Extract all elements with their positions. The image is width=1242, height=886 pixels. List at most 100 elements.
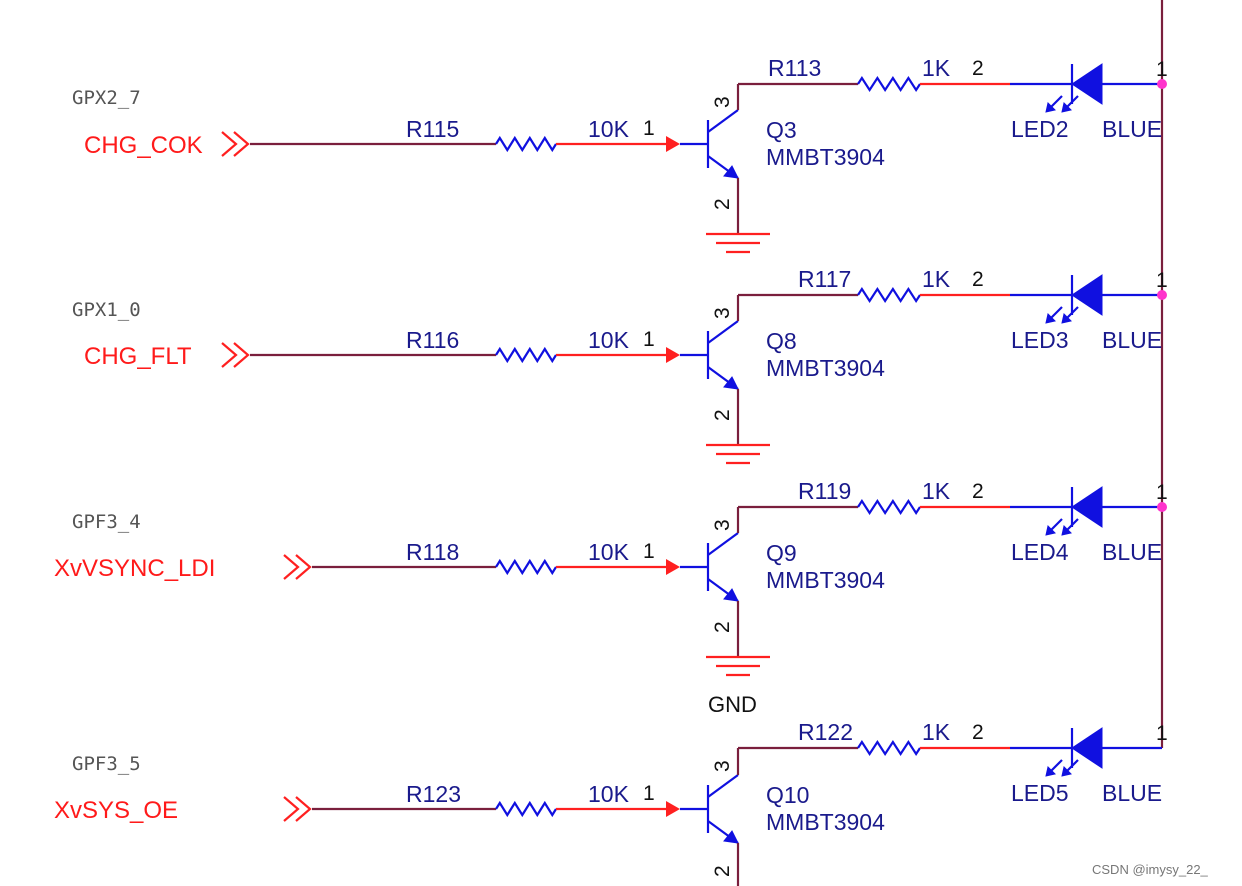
led-ref: LED5	[1011, 780, 1069, 806]
connector-chevron-icon	[283, 796, 300, 822]
led-anode-pin-number: 1	[1156, 722, 1168, 745]
transistor-part: MMBT3904	[766, 809, 885, 835]
gnd-label: GND	[708, 692, 757, 717]
connector-chevron-icon	[283, 554, 300, 580]
gpio-label: GPX1_0	[72, 299, 141, 321]
led-light-arrowhead-icon	[1045, 766, 1056, 777]
collector-pin-number: 3	[711, 96, 734, 108]
gpio-label: GPX2_7	[72, 87, 141, 109]
gpio-label: GPF3_4	[72, 511, 141, 533]
led-light-arrowhead-icon	[1061, 525, 1072, 536]
transistor-ref: Q10	[766, 782, 809, 808]
led-resistor-ref: R117	[798, 266, 851, 292]
base-resistor-ref: R115	[406, 116, 459, 142]
junction-dot	[1157, 502, 1167, 512]
led-ref: LED2	[1011, 116, 1069, 142]
led-anode-pin-number: 1	[1156, 481, 1168, 504]
led-cathode-pin-number: 2	[972, 268, 984, 291]
led-resistor-ref: R113	[768, 55, 821, 81]
led-light-arrowhead-icon	[1061, 766, 1072, 777]
connector-chevron-icon	[221, 131, 238, 157]
junction-dot	[1157, 79, 1167, 89]
net-label: CHG_FLT	[84, 343, 192, 370]
transistor-collector-lead	[707, 774, 739, 798]
base-pin-arrow-icon	[666, 347, 680, 363]
emitter-pin-number: 2	[711, 409, 734, 421]
transistor-part: MMBT3904	[766, 144, 885, 170]
collector-pin-number: 3	[711, 307, 734, 319]
transistor-ref: Q9	[766, 540, 797, 566]
base-pin-arrow-icon	[666, 559, 680, 575]
led-ref: LED4	[1011, 539, 1069, 565]
transistor-collector-lead	[707, 532, 739, 556]
net-label: XvSYS_OE	[54, 797, 178, 824]
led-light-arrowhead-icon	[1045, 525, 1056, 536]
base-pin-number: 1	[643, 540, 655, 563]
emitter-arrow-icon	[723, 165, 739, 179]
watermark: CSDN @imysy_22_	[1092, 862, 1209, 877]
transistor-ref: Q3	[766, 117, 797, 143]
base-resistor-value: 10K	[588, 116, 630, 142]
base-resistor-value: 10K	[588, 539, 630, 565]
led-anode-pin-number: 1	[1156, 58, 1168, 81]
led-color: BLUE	[1102, 327, 1162, 353]
base-resistor-ref: R116	[406, 327, 459, 353]
emitter-arrow-icon	[723, 588, 739, 602]
led-ref: LED3	[1011, 327, 1069, 353]
transistor-ref: Q8	[766, 328, 797, 354]
led-light-arrowhead-icon	[1061, 313, 1072, 324]
led-color: BLUE	[1102, 780, 1162, 806]
led-resistor-symbol	[857, 498, 921, 516]
led-color: BLUE	[1102, 539, 1162, 565]
led-light-arrowhead-icon	[1045, 102, 1056, 113]
base-pin-number: 1	[643, 782, 655, 805]
led-light-arrowhead-icon	[1045, 313, 1056, 324]
net-label: XvVSYNC_LDI	[54, 555, 215, 582]
emitter-arrow-icon	[723, 376, 739, 390]
transistor-collector-lead	[707, 109, 739, 133]
base-resistor-symbol	[495, 558, 557, 576]
connector-chevron-icon	[295, 554, 312, 580]
led-resistor-ref: R122	[798, 719, 853, 745]
base-pin-number: 1	[643, 117, 655, 140]
led-resistor-ref: R119	[798, 478, 851, 504]
junction-dot	[1157, 290, 1167, 300]
emitter-pin-number: 2	[711, 865, 734, 877]
base-pin-arrow-icon	[666, 136, 680, 152]
base-resistor-ref: R123	[406, 781, 461, 807]
base-resistor-symbol	[495, 346, 557, 364]
collector-pin-number: 3	[711, 519, 734, 531]
collector-pin-number: 3	[711, 760, 734, 772]
led-resistor-value: 1K	[922, 55, 951, 81]
base-resistor-value: 10K	[588, 327, 630, 353]
base-resistor-ref: R118	[406, 539, 459, 565]
led-light-arrowhead-icon	[1061, 102, 1072, 113]
connector-chevron-icon	[233, 131, 250, 157]
transistor-part: MMBT3904	[766, 567, 885, 593]
led-cathode-pin-number: 2	[972, 480, 984, 503]
transistor-part: MMBT3904	[766, 355, 885, 381]
led-color: BLUE	[1102, 116, 1162, 142]
led-resistor-symbol	[857, 75, 921, 93]
connector-chevron-icon	[221, 342, 238, 368]
emitter-pin-number: 2	[711, 198, 734, 210]
led-resistor-value: 1K	[922, 478, 951, 504]
net-label: CHG_COK	[84, 132, 203, 159]
base-resistor-symbol	[495, 800, 557, 818]
gpio-label: GPF3_5	[72, 753, 141, 775]
base-pin-number: 1	[643, 328, 655, 351]
base-resistor-value: 10K	[588, 781, 630, 807]
transistor-collector-lead	[707, 320, 739, 344]
led-cathode-pin-number: 2	[972, 57, 984, 80]
led-resistor-symbol	[857, 739, 921, 757]
emitter-arrow-icon	[723, 830, 739, 844]
led-resistor-value: 1K	[922, 719, 951, 745]
connector-chevron-icon	[295, 796, 312, 822]
connector-chevron-icon	[233, 342, 250, 368]
